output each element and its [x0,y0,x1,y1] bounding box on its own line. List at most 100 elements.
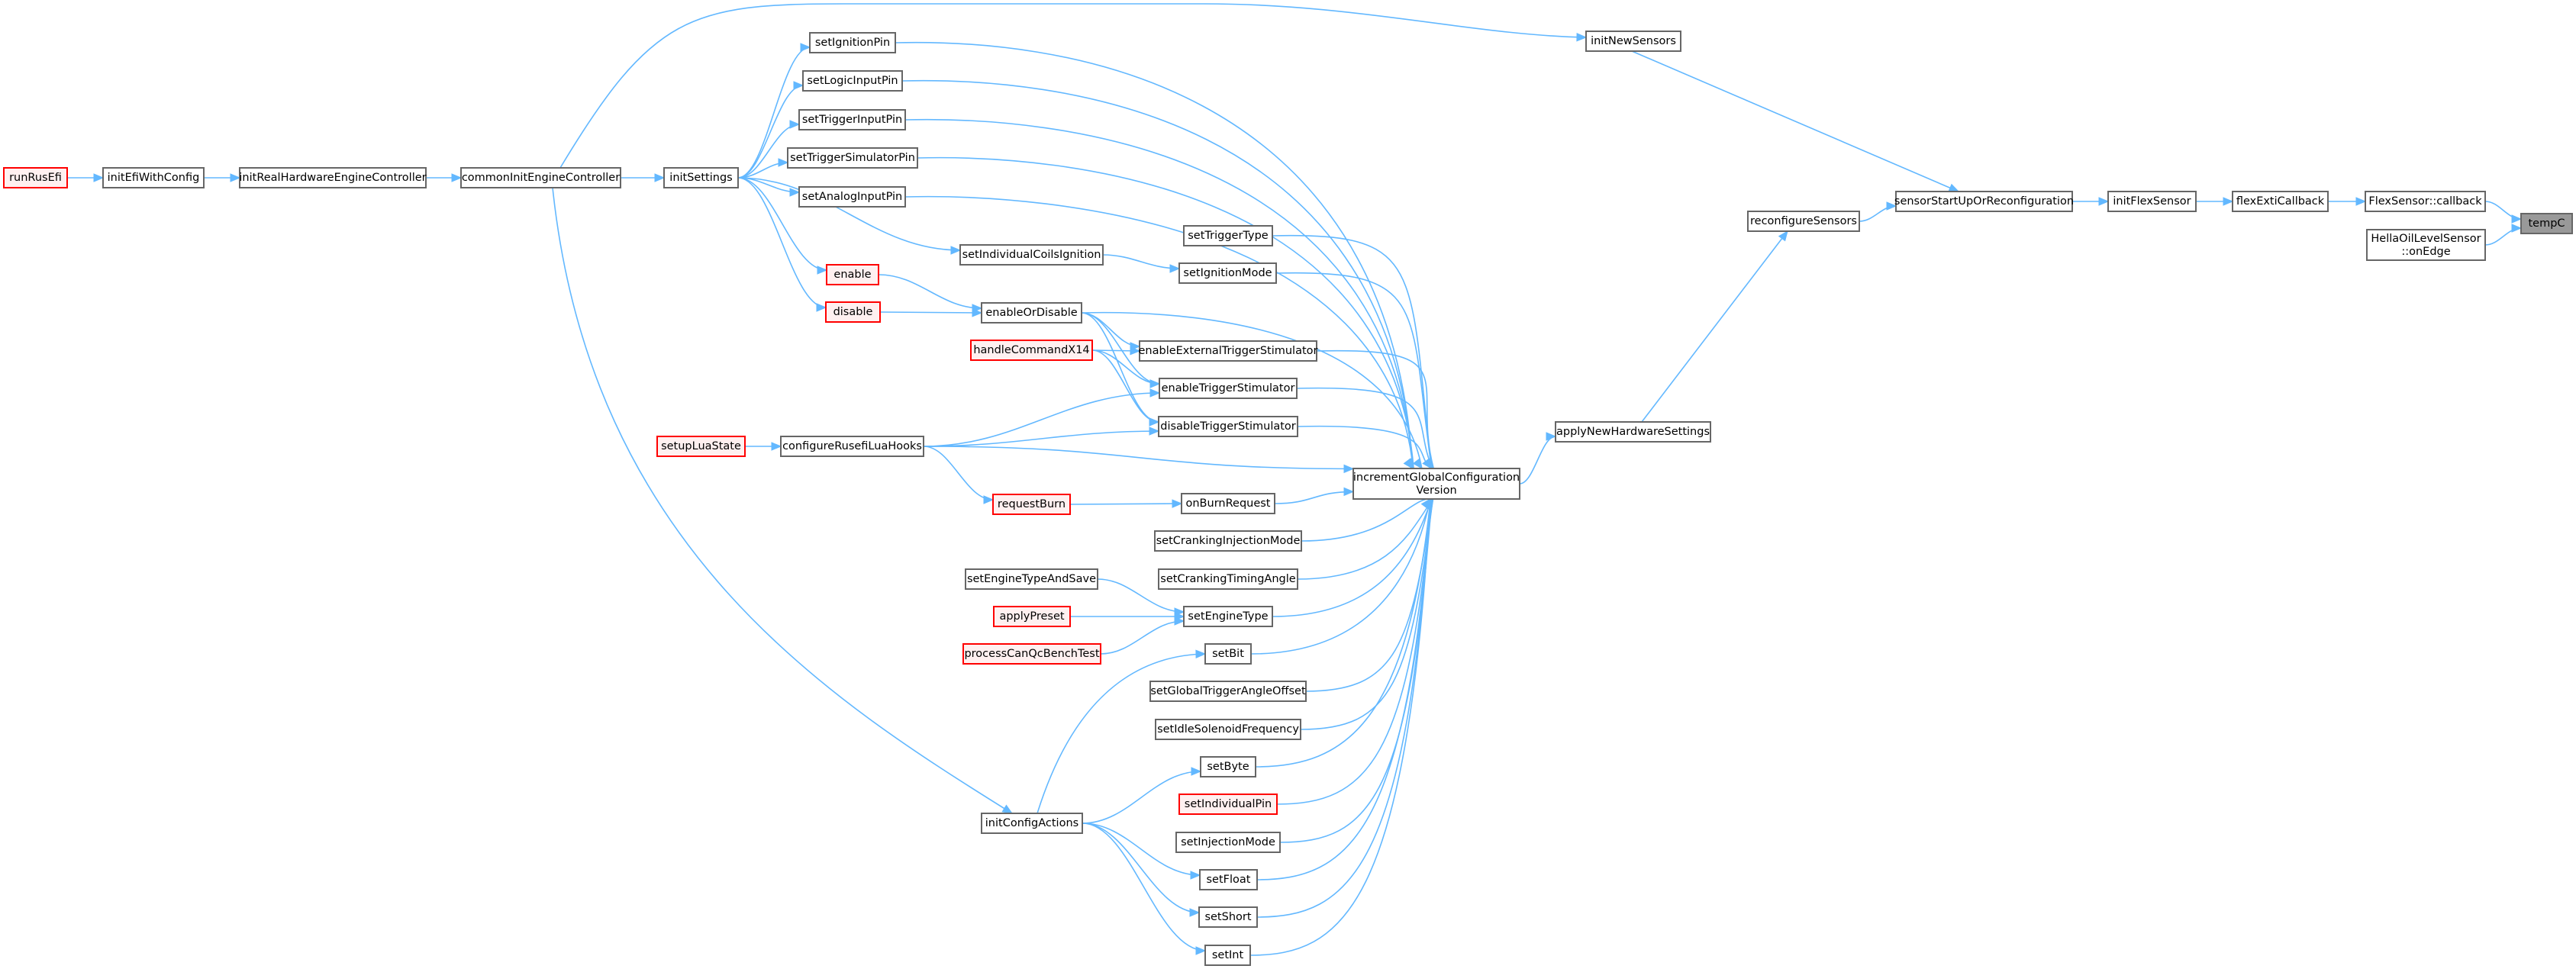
node-label: setIgnitionPin [815,37,890,49]
node-configure-rusefi-lua-hooks[interactable]: configureRusefiLuaHooks [780,436,924,457]
node-box [460,167,621,188]
node-apply-new-hardware-settings[interactable]: applyNewHardwareSettings [1555,421,1711,443]
node-set-engine-type-and-save[interactable]: setEngineTypeAndSave [965,568,1098,590]
node-enable-trigger-stimulator[interactable]: enableTriggerStimulator [1159,378,1298,399]
node-label: onBurnRequest [1186,497,1271,510]
node-box [825,301,881,323]
arrowhead-icon [93,173,105,182]
node-set-ignition-pin[interactable]: setIgnitionPin [809,32,896,53]
node-set-short[interactable]: setShort [1198,906,1258,928]
node-box [1204,945,1251,966]
node-box [3,167,68,188]
node-set-idle-solenoid-frequency[interactable]: setIdleSolenoidFrequency [1155,719,1301,740]
node-common-init-engine-controller[interactable]: commonInitEngineController [460,167,621,188]
node-enable-external-trigger-stimulator[interactable]: enableExternalTriggerStimulator [1139,340,1318,362]
edge-enable-trigger-stimulator-to-increment-global-configuration-version [1296,387,1433,469]
node-enable-or-disable[interactable]: enableOrDisable [981,302,1082,324]
node-hella-oil-level-sensor-on-edge[interactable]: HellaOilLevelSensor::onEdge [2366,229,2486,261]
node-set-individual-coils-ignition[interactable]: setIndividualCoilsIgnition [959,244,1104,266]
node-box [970,340,1093,361]
node-disable[interactable]: disable [825,301,881,323]
node-init-efi-with-config[interactable]: initEfiWithConfig [102,167,205,188]
node-label: setupLuaState [661,440,741,452]
node-label-line2: ::onEdge [2401,246,2450,258]
node-set-bit[interactable]: setBit [1204,643,1252,665]
edge-init-config-actions-to-set-float [1082,823,1201,876]
edge-set-individual-pin-to-increment-global-configuration-version [1276,498,1433,805]
node-box [787,147,918,169]
node-set-cranking-timing-angle[interactable]: setCrankingTimingAngle [1158,568,1298,590]
node-init-settings[interactable]: initSettings [663,167,739,188]
node-box [1159,378,1298,399]
node-label: runRusEfi [9,172,62,184]
node-process-can-qc-bench-test[interactable]: processCanQcBenchTest [962,643,1101,665]
node-box [1181,493,1275,514]
edge-init-config-actions-to-set-short [1082,823,1200,913]
node-handle-command-x14[interactable]: handleCommandX14 [970,340,1093,361]
node-apply-preset[interactable]: applyPreset [993,606,1071,627]
node-sensor-start-up-or-reconfiguration[interactable]: sensorStartUpOrReconfiguration [1894,191,2074,212]
node-box [809,32,896,53]
node-request-burn[interactable]: requestBurn [992,494,1071,515]
node-label: enableOrDisable [985,307,1077,319]
node-set-engine-type[interactable]: setEngineType [1183,606,1273,627]
edge-set-ignition-pin-to-increment-global-configuration-version [895,41,1414,469]
node-label: enable [833,269,871,281]
node-set-float[interactable]: setFloat [1199,869,1258,890]
node-setup-lua-state[interactable]: setupLuaState [656,436,746,457]
node-run-rus-efi[interactable]: runRusEfi [3,167,68,188]
node-set-individual-pin[interactable]: setIndividualPin [1178,794,1278,815]
node-box [1158,416,1298,437]
arrowhead-icon [230,173,241,182]
node-init-new-sensors[interactable]: initNewSensors [1585,31,1681,52]
arrowhead-icon [983,495,995,504]
node-disable-trigger-stimulator[interactable]: disableTriggerStimulator [1158,416,1298,437]
node-box [1175,832,1281,853]
arrowhead-icon [2355,197,2367,206]
node-box [962,643,1101,665]
node-set-trigger-input-pin[interactable]: setTriggerInputPin [798,109,906,130]
node-set-logic-input-pin[interactable]: setLogicInputPin [802,70,903,92]
node-box [1352,468,1520,500]
node-label: sensorStartUpOrReconfiguration [1894,195,2074,208]
edge-common-init-engine-controller-to-init-config-actions [552,187,1013,814]
node-flex-sensor-callback[interactable]: FlexSensor::callback [2365,191,2486,212]
node-set-trigger-simulator-pin[interactable]: setTriggerSimulatorPin [787,147,918,169]
node-init-config-actions[interactable]: initConfigActions [981,813,1083,834]
node-reconfigure-sensors[interactable]: reconfigureSensors [1747,211,1860,232]
edge-enable-external-trigger-stimulator-to-increment-global-configuration-version [1316,349,1435,469]
arrowhead-icon [778,158,789,167]
node-set-ignition-mode[interactable]: setIgnitionMode [1178,262,1277,284]
edge-set-trigger-type-to-increment-global-configuration-version [1272,234,1433,469]
node-set-analog-input-pin[interactable]: setAnalogInputPin [798,186,906,208]
node-label: initNewSensors [1591,35,1676,47]
node-flex-exti-callback[interactable]: flexExtiCallback [2232,191,2329,212]
node-init-real-hardware-engine-controller[interactable]: initRealHardwareEngineController [239,167,427,188]
node-temp-c: tempC [2520,213,2573,234]
node-box [1158,568,1298,590]
node-init-flex-sensor[interactable]: initFlexSensor [2107,191,2197,212]
node-set-trigger-type[interactable]: setTriggerType [1183,225,1273,246]
node-label: setEngineType [1188,610,1268,623]
arrowhead-icon [1189,908,1201,917]
edge-set-logic-input-pin-to-increment-global-configuration-version [901,79,1414,469]
node-set-global-trigger-angle-offset[interactable]: setGlobalTriggerAngleOffset [1149,681,1307,702]
node-enable[interactable]: enable [826,264,879,285]
arrowhead-icon [2098,197,2110,206]
node-label: initRealHardwareEngineController [239,172,426,184]
arrowhead-icon [451,173,463,182]
node-label: setByte [1207,761,1249,773]
node-on-burn-request[interactable]: onBurnRequest [1181,493,1275,514]
node-set-cranking-injection-mode[interactable]: setCrankingInjectionMode [1154,530,1302,552]
node-set-byte[interactable]: setByte [1200,756,1256,777]
node-label: disableTriggerStimulator [1160,420,1296,433]
arrowhead-icon [1174,616,1185,626]
edge-configure-rusefi-lua-hooks-to-disable-trigger-stimulator [923,430,1159,447]
node-box [1555,421,1711,443]
edge-set-bit-to-increment-global-configuration-version [1250,498,1431,655]
node-box [981,302,1082,324]
node-set-injection-mode[interactable]: setInjectionMode [1175,832,1281,853]
node-set-int[interactable]: setInt [1204,945,1251,966]
